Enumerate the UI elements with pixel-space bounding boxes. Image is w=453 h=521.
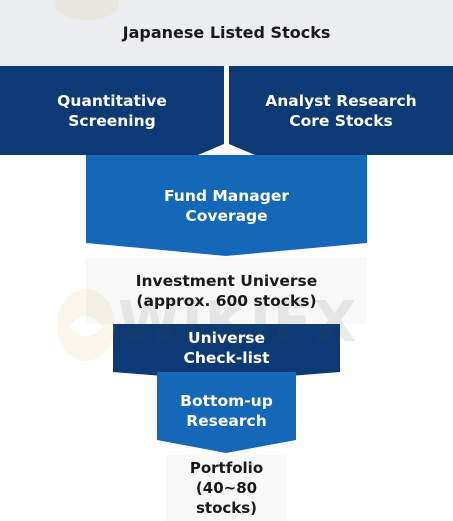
bottom-up-research-label: Bottom-up Research <box>180 392 273 430</box>
bottom-up-research-shape <box>157 372 296 453</box>
analyst-research-shape <box>229 66 453 155</box>
quantitative-screening-shape <box>0 66 224 155</box>
universe-checklist-label: Universe Check-list <box>183 329 270 367</box>
universe-checklist-shape <box>113 322 340 381</box>
quantitative-screening-label: Quantitative Screening <box>57 91 167 130</box>
investment-universe-label: Investment Universe (approx. 600 stocks) <box>135 272 318 310</box>
fund-manager-label: Fund Manager Coverage <box>163 187 289 225</box>
fund-manager-shape <box>86 155 367 256</box>
portfolio-box <box>166 455 287 521</box>
source-label: Japanese Listed Stocks <box>122 23 331 42</box>
analyst-research-label: Analyst Research Core Stocks <box>265 91 417 130</box>
source-band <box>0 0 453 66</box>
investment-universe-box <box>86 258 367 324</box>
portfolio-label: Portfolio (40~80 stocks) <box>189 459 264 517</box>
